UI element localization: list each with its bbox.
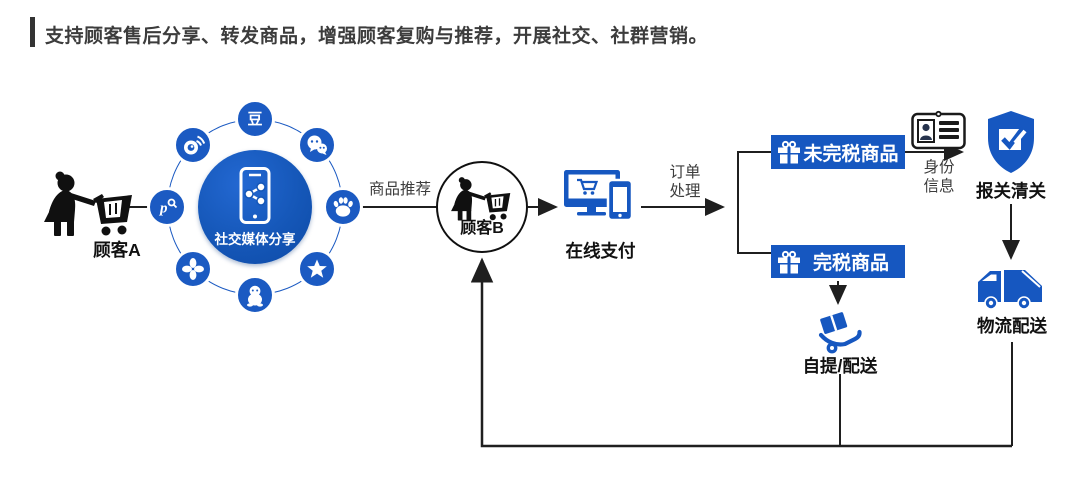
customer-a-icon bbox=[44, 171, 132, 236]
customs-label: 报关清关 bbox=[976, 181, 1046, 201]
customer-b-icon bbox=[451, 176, 511, 221]
wechat-icon bbox=[297, 125, 337, 165]
qzone-star-icon bbox=[297, 249, 337, 289]
p-search-icon: p bbox=[147, 187, 187, 227]
title-accent-bar bbox=[30, 17, 35, 47]
page-title: 支持顾客售后分享、转发商品，增强顾客复购与推荐，开展社交、社群营销。 bbox=[45, 26, 709, 47]
customs-shield-icon bbox=[988, 111, 1034, 173]
taxed-goods-label: 完税商品 bbox=[812, 253, 889, 274]
customer-a-label: 顾客A bbox=[93, 240, 141, 260]
customer-b-label: 顾客B bbox=[460, 219, 504, 237]
untaxed-goods-banner: 未完税商品 bbox=[771, 135, 905, 169]
identity-info-label: 身份 信息 bbox=[923, 159, 955, 196]
pickup-delivery-label: 自提/配送 bbox=[802, 356, 878, 376]
social-share-hub: 社交媒体分享 bbox=[198, 150, 312, 264]
recommend-edge-label: 商品推荐 bbox=[368, 181, 431, 198]
baidu-icon bbox=[323, 187, 363, 227]
share-phone-icon bbox=[239, 166, 271, 224]
pickup-dolly-icon bbox=[818, 312, 862, 354]
clover-icon bbox=[173, 249, 213, 289]
order-processing-edge-label: 订单 处理 bbox=[669, 164, 701, 201]
online-payment-label: 在线支付 bbox=[565, 241, 636, 261]
taxed-goods-banner: 完税商品 bbox=[771, 245, 905, 278]
social-share-label: 社交媒体分享 bbox=[214, 231, 296, 247]
qq-icon bbox=[235, 275, 275, 315]
untaxed-goods-label: 未完税商品 bbox=[803, 143, 899, 165]
logistics-label: 物流配送 bbox=[977, 316, 1047, 336]
gift-icon bbox=[778, 140, 800, 164]
online-payment-icon bbox=[564, 170, 634, 222]
customer-b-node: 顾客B bbox=[436, 161, 528, 253]
id-card-icon bbox=[911, 110, 966, 150]
douban-icon: 豆 bbox=[235, 99, 275, 139]
logistics-truck-icon bbox=[978, 270, 1042, 310]
svg-text:p: p bbox=[158, 201, 168, 217]
weibo-icon bbox=[173, 125, 213, 165]
gift-icon bbox=[778, 250, 800, 273]
